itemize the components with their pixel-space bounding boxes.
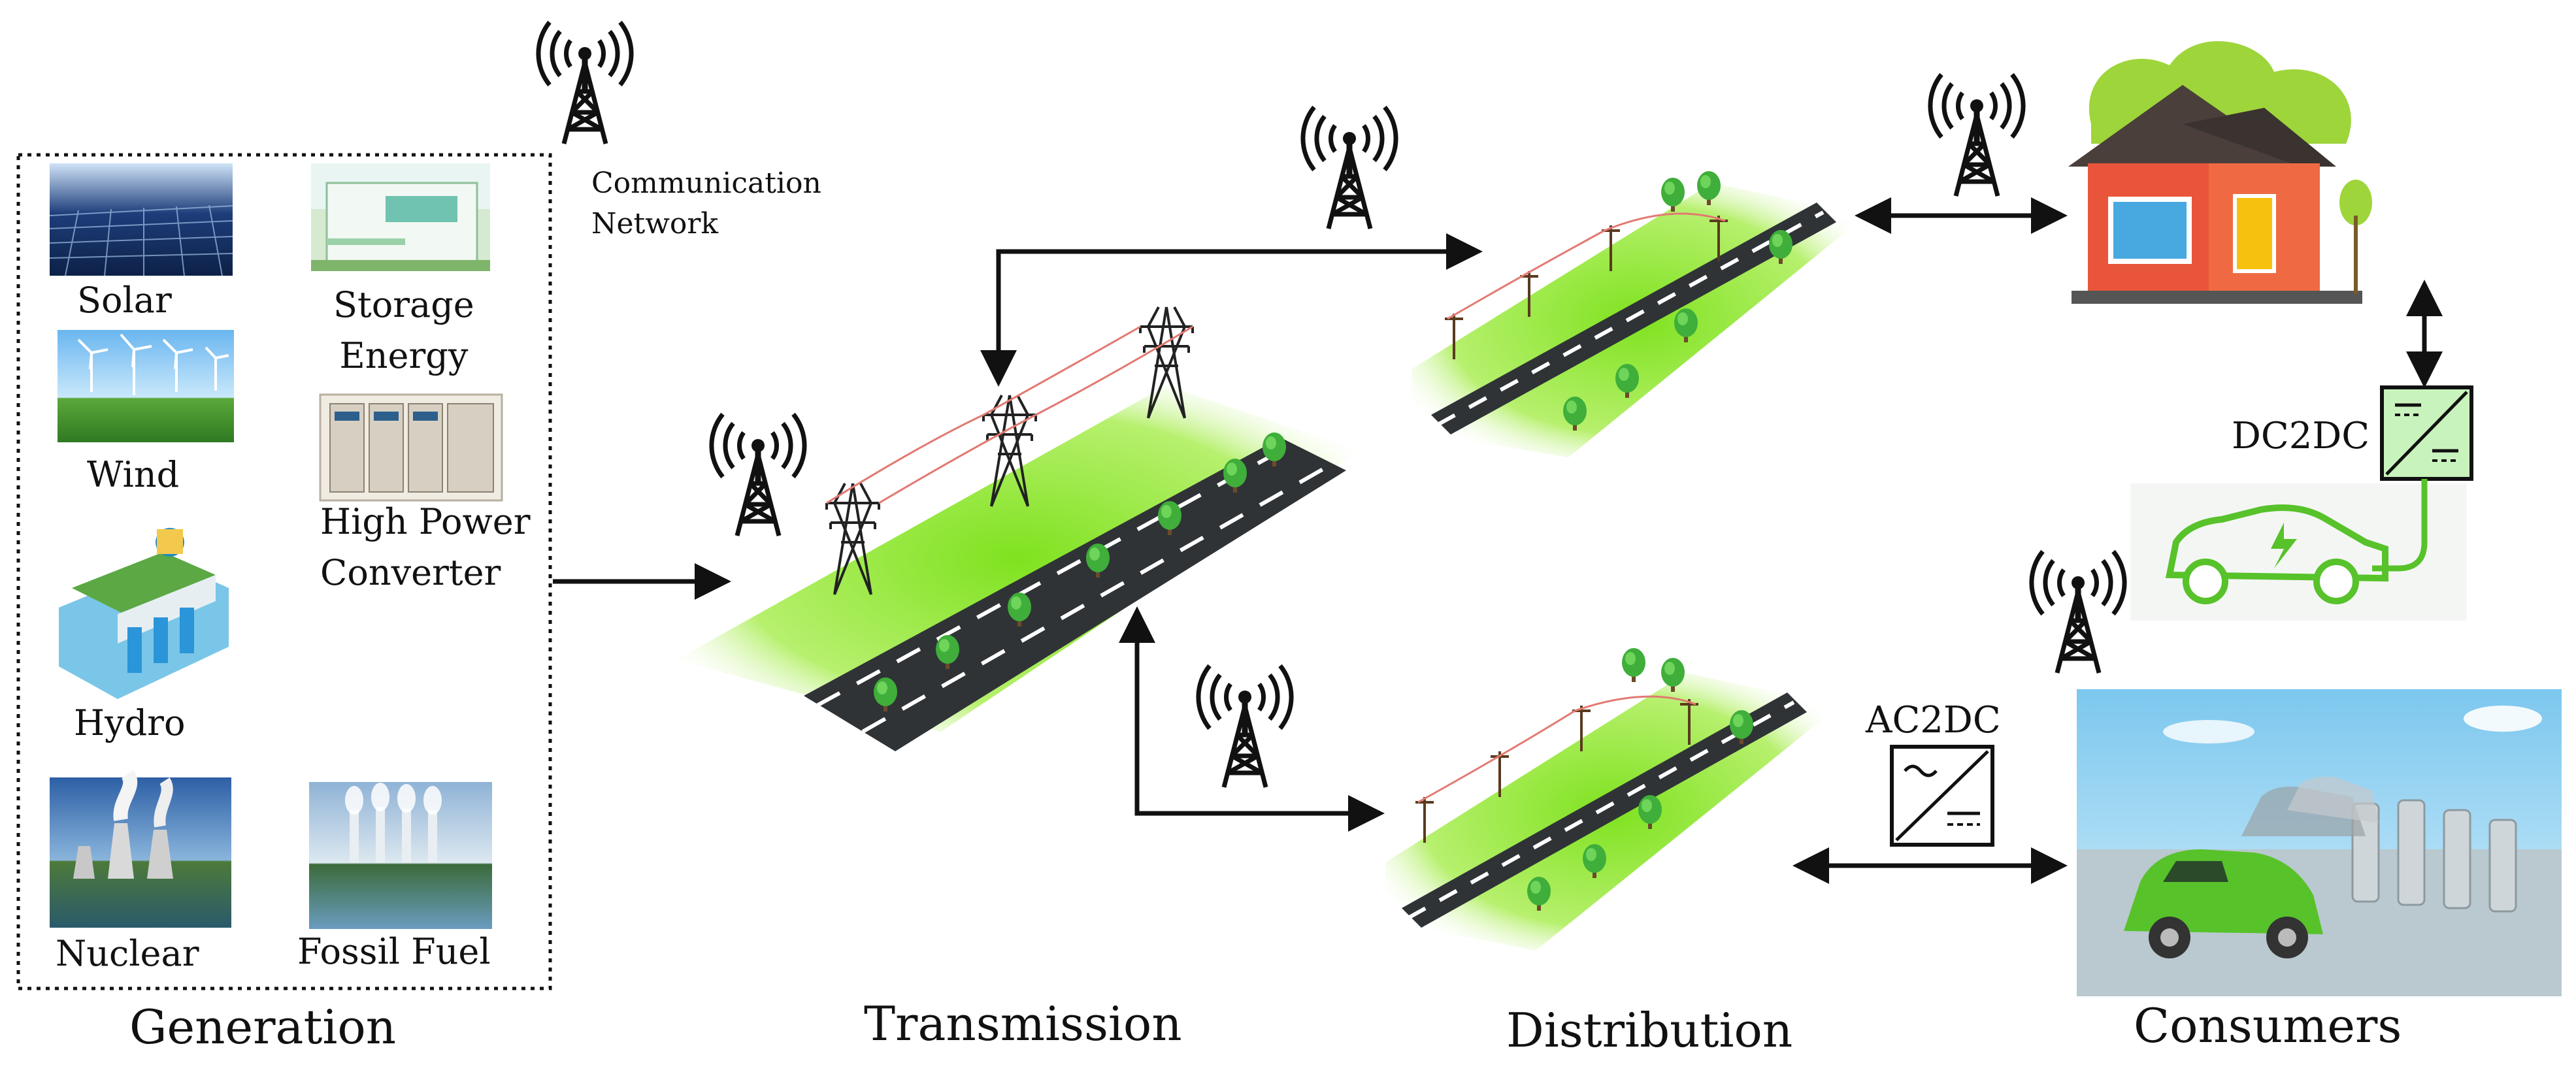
ac2dc-label: AC2DC (1866, 699, 2001, 742)
fossil-fuel-plant-icon (309, 782, 492, 929)
charging-station-icon (2077, 689, 2562, 996)
consumers-title: Consumers (2134, 998, 2402, 1053)
cell-tower-icon (538, 22, 631, 144)
communication-label-line1: Communication (591, 167, 821, 200)
source-label-hydro: Hydro (74, 702, 186, 743)
distribution-scene-lower (1385, 648, 1840, 951)
source-label-wind: Wind (87, 454, 180, 495)
solar-panels-icon (49, 163, 233, 276)
source-label-fossil-fuel: Fossil Fuel (297, 931, 491, 972)
wind-turbines-icon (58, 330, 234, 442)
source-label-storage-energy: Storage Energy (333, 284, 474, 376)
nuclear-plant-icon (50, 770, 231, 928)
hydro-dam-icon (52, 523, 235, 706)
cell-tower-icon (1303, 107, 1396, 229)
generation-title: Generation (129, 1000, 397, 1054)
dc2dc-label: DC2DC (2232, 415, 2370, 457)
electric-car-icon (2130, 479, 2467, 621)
transmission-to-distribution-lower-arrow (1119, 606, 1385, 832)
source-label-nuclear: Nuclear (56, 933, 199, 974)
cell-tower-icon (2032, 551, 2124, 673)
house-icon (2068, 41, 2372, 304)
dc2dc-converter-icon (2380, 385, 2473, 481)
power-converter-icon (319, 393, 503, 502)
communication-network-label: Communication Network (591, 163, 821, 244)
cell-tower-icon (712, 414, 804, 536)
cell-tower-icon (1930, 74, 2023, 196)
generation-group-border (16, 153, 552, 990)
source-label-solar: Solar (77, 280, 172, 321)
communication-label-line2: Network (591, 207, 719, 240)
distribution-scene-upper (1412, 171, 1866, 457)
distribution-title: Distribution (1506, 1003, 1793, 1058)
source-label-high-power-converter: High Power Converter (320, 501, 531, 593)
transmission-to-distribution-upper-arrow (980, 233, 1483, 387)
energy-storage-icon (311, 163, 490, 271)
cell-tower-icon (1198, 666, 1291, 787)
transmission-title: Transmission (864, 996, 1182, 1051)
ac2dc-converter-icon (1890, 745, 1994, 847)
